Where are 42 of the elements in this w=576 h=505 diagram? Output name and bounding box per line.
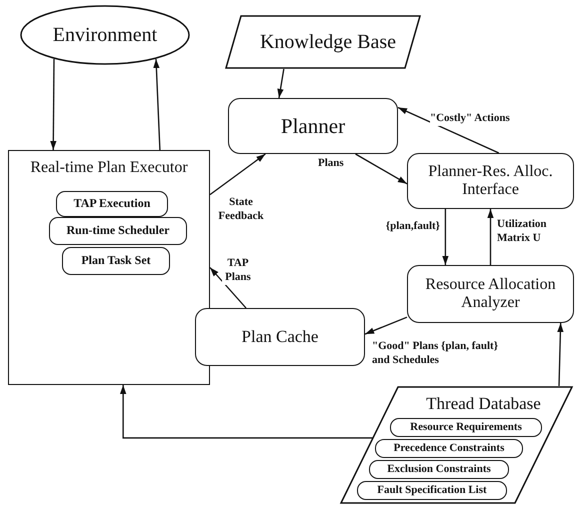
node-label: Plan Task Set	[81, 254, 151, 268]
node-label: TAP Execution	[74, 197, 150, 211]
component-box	[357, 481, 507, 500]
component-box	[49, 217, 187, 245]
node-label: Resource Requirements	[410, 421, 522, 434]
component-box	[369, 460, 509, 479]
process-box	[228, 98, 398, 154]
arrow	[50, 59, 56, 150]
arrow	[487, 209, 494, 265]
arrow	[557, 322, 564, 386]
arrow	[355, 153, 408, 184]
node-label: Precedence Constraints	[394, 442, 504, 455]
node-label: Planner-Res. Alloc. Interface	[427, 162, 554, 200]
process-box	[407, 153, 574, 209]
data-parallelogram	[340, 386, 573, 504]
arrow	[210, 153, 266, 196]
node-label: Planner	[280, 114, 346, 138]
node-label: Real-time Plan Executor	[30, 159, 188, 178]
arrow	[442, 209, 449, 265]
arrow	[398, 106, 500, 154]
data-parallelogram	[225, 15, 421, 69]
arrow	[120, 385, 372, 439]
arrow	[153, 58, 161, 150]
node-label: Exclusion Constraints	[387, 463, 491, 476]
node-label: Fault Specification List	[377, 484, 487, 497]
arrow	[277, 68, 284, 98]
node-label: Plan Cache	[242, 327, 318, 347]
component-box	[62, 247, 170, 275]
node-label: Run-time Scheduler	[66, 224, 170, 238]
process-box	[195, 308, 365, 366]
environment-ellipse	[20, 5, 190, 65]
arrow	[210, 267, 246, 308]
arrow	[364, 316, 408, 335]
component-box	[56, 191, 168, 217]
component-box	[375, 439, 523, 458]
executor-box	[8, 150, 210, 385]
node-label: Resource Allocation Analyzer	[424, 276, 557, 312]
node-label: Thread Database	[426, 394, 541, 414]
node-label: Knowledge Base	[260, 30, 396, 54]
component-box	[390, 418, 542, 437]
process-box	[407, 265, 574, 323]
node-label: Environment	[52, 24, 158, 46]
